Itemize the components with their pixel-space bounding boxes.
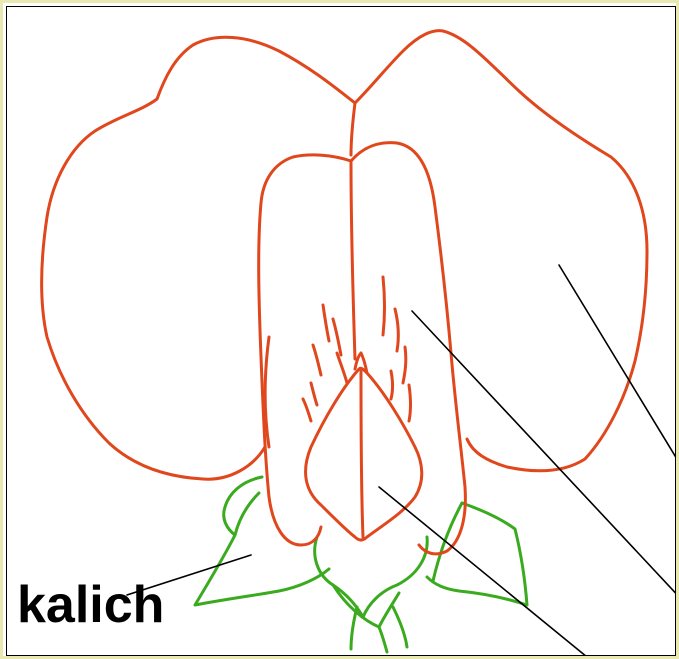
sepal-center — [315, 537, 427, 617]
flower-diagram — [7, 7, 676, 656]
wing-left — [259, 155, 351, 545]
leader-line-standard — [559, 265, 676, 469]
wing-right — [351, 143, 465, 554]
sepal-left-fold — [235, 493, 259, 535]
standard-petal — [42, 31, 647, 480]
keel-midline — [361, 371, 363, 537]
drawing-area: kalich — [6, 6, 676, 656]
leader-lines — [127, 265, 676, 656]
calyx-label: kalich — [17, 579, 164, 631]
standard-outline-right — [355, 31, 647, 471]
sepal-left — [195, 477, 329, 605]
wing-midline — [351, 161, 355, 359]
flower-stalk-mid — [379, 627, 387, 652]
flower-stalk-left — [351, 607, 357, 649]
wing-left-base — [265, 337, 269, 447]
flower-stalk-right — [393, 607, 407, 647]
standard-midline — [351, 103, 355, 155]
